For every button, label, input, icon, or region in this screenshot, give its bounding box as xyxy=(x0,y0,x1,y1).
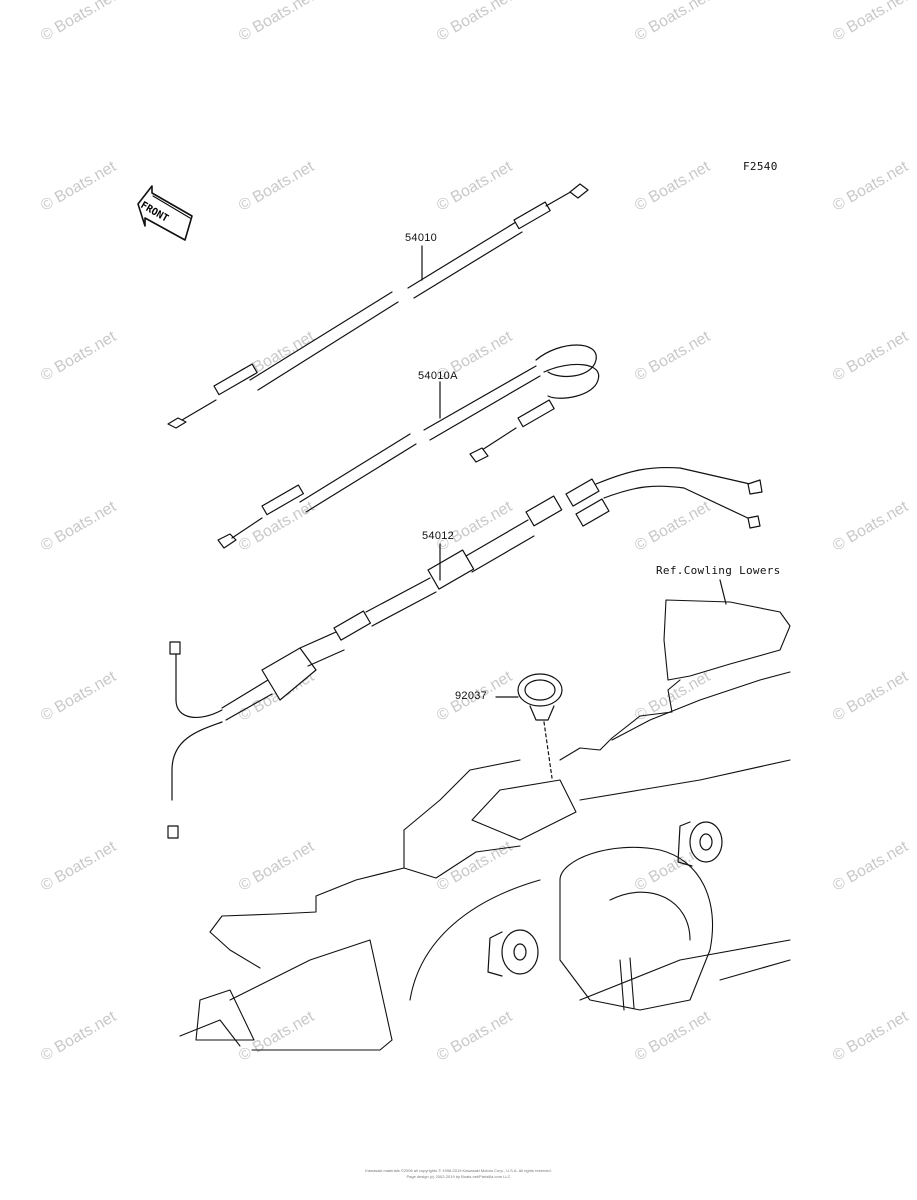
throttle-cable-54010 xyxy=(167,183,589,429)
footer-design: Page design (c) 2002-2019 by Boats.net/P… xyxy=(406,1174,511,1179)
cowling-lowers-outline xyxy=(179,599,791,1051)
part-label-54010: 54010 xyxy=(405,232,438,244)
figure-code: F2540 xyxy=(743,160,778,173)
grommet-upper xyxy=(677,821,723,867)
front-arrow-icon xyxy=(137,185,193,241)
reference-label: Ref.Cowling Lowers xyxy=(656,564,781,577)
part-label-54010a: 54010A xyxy=(418,370,458,382)
part-label-92037: 92037 xyxy=(455,690,488,702)
reference-leader xyxy=(719,579,727,605)
part-label-54012: 54012 xyxy=(422,530,455,542)
footer-copyright: Kawasaki materials ©2006 all copyrights … xyxy=(365,1168,552,1173)
grommet-lower xyxy=(487,929,539,977)
cable-assembly-54012 xyxy=(167,466,763,839)
throttle-cable-54010a xyxy=(217,344,600,549)
clamp-92037 xyxy=(495,673,563,779)
